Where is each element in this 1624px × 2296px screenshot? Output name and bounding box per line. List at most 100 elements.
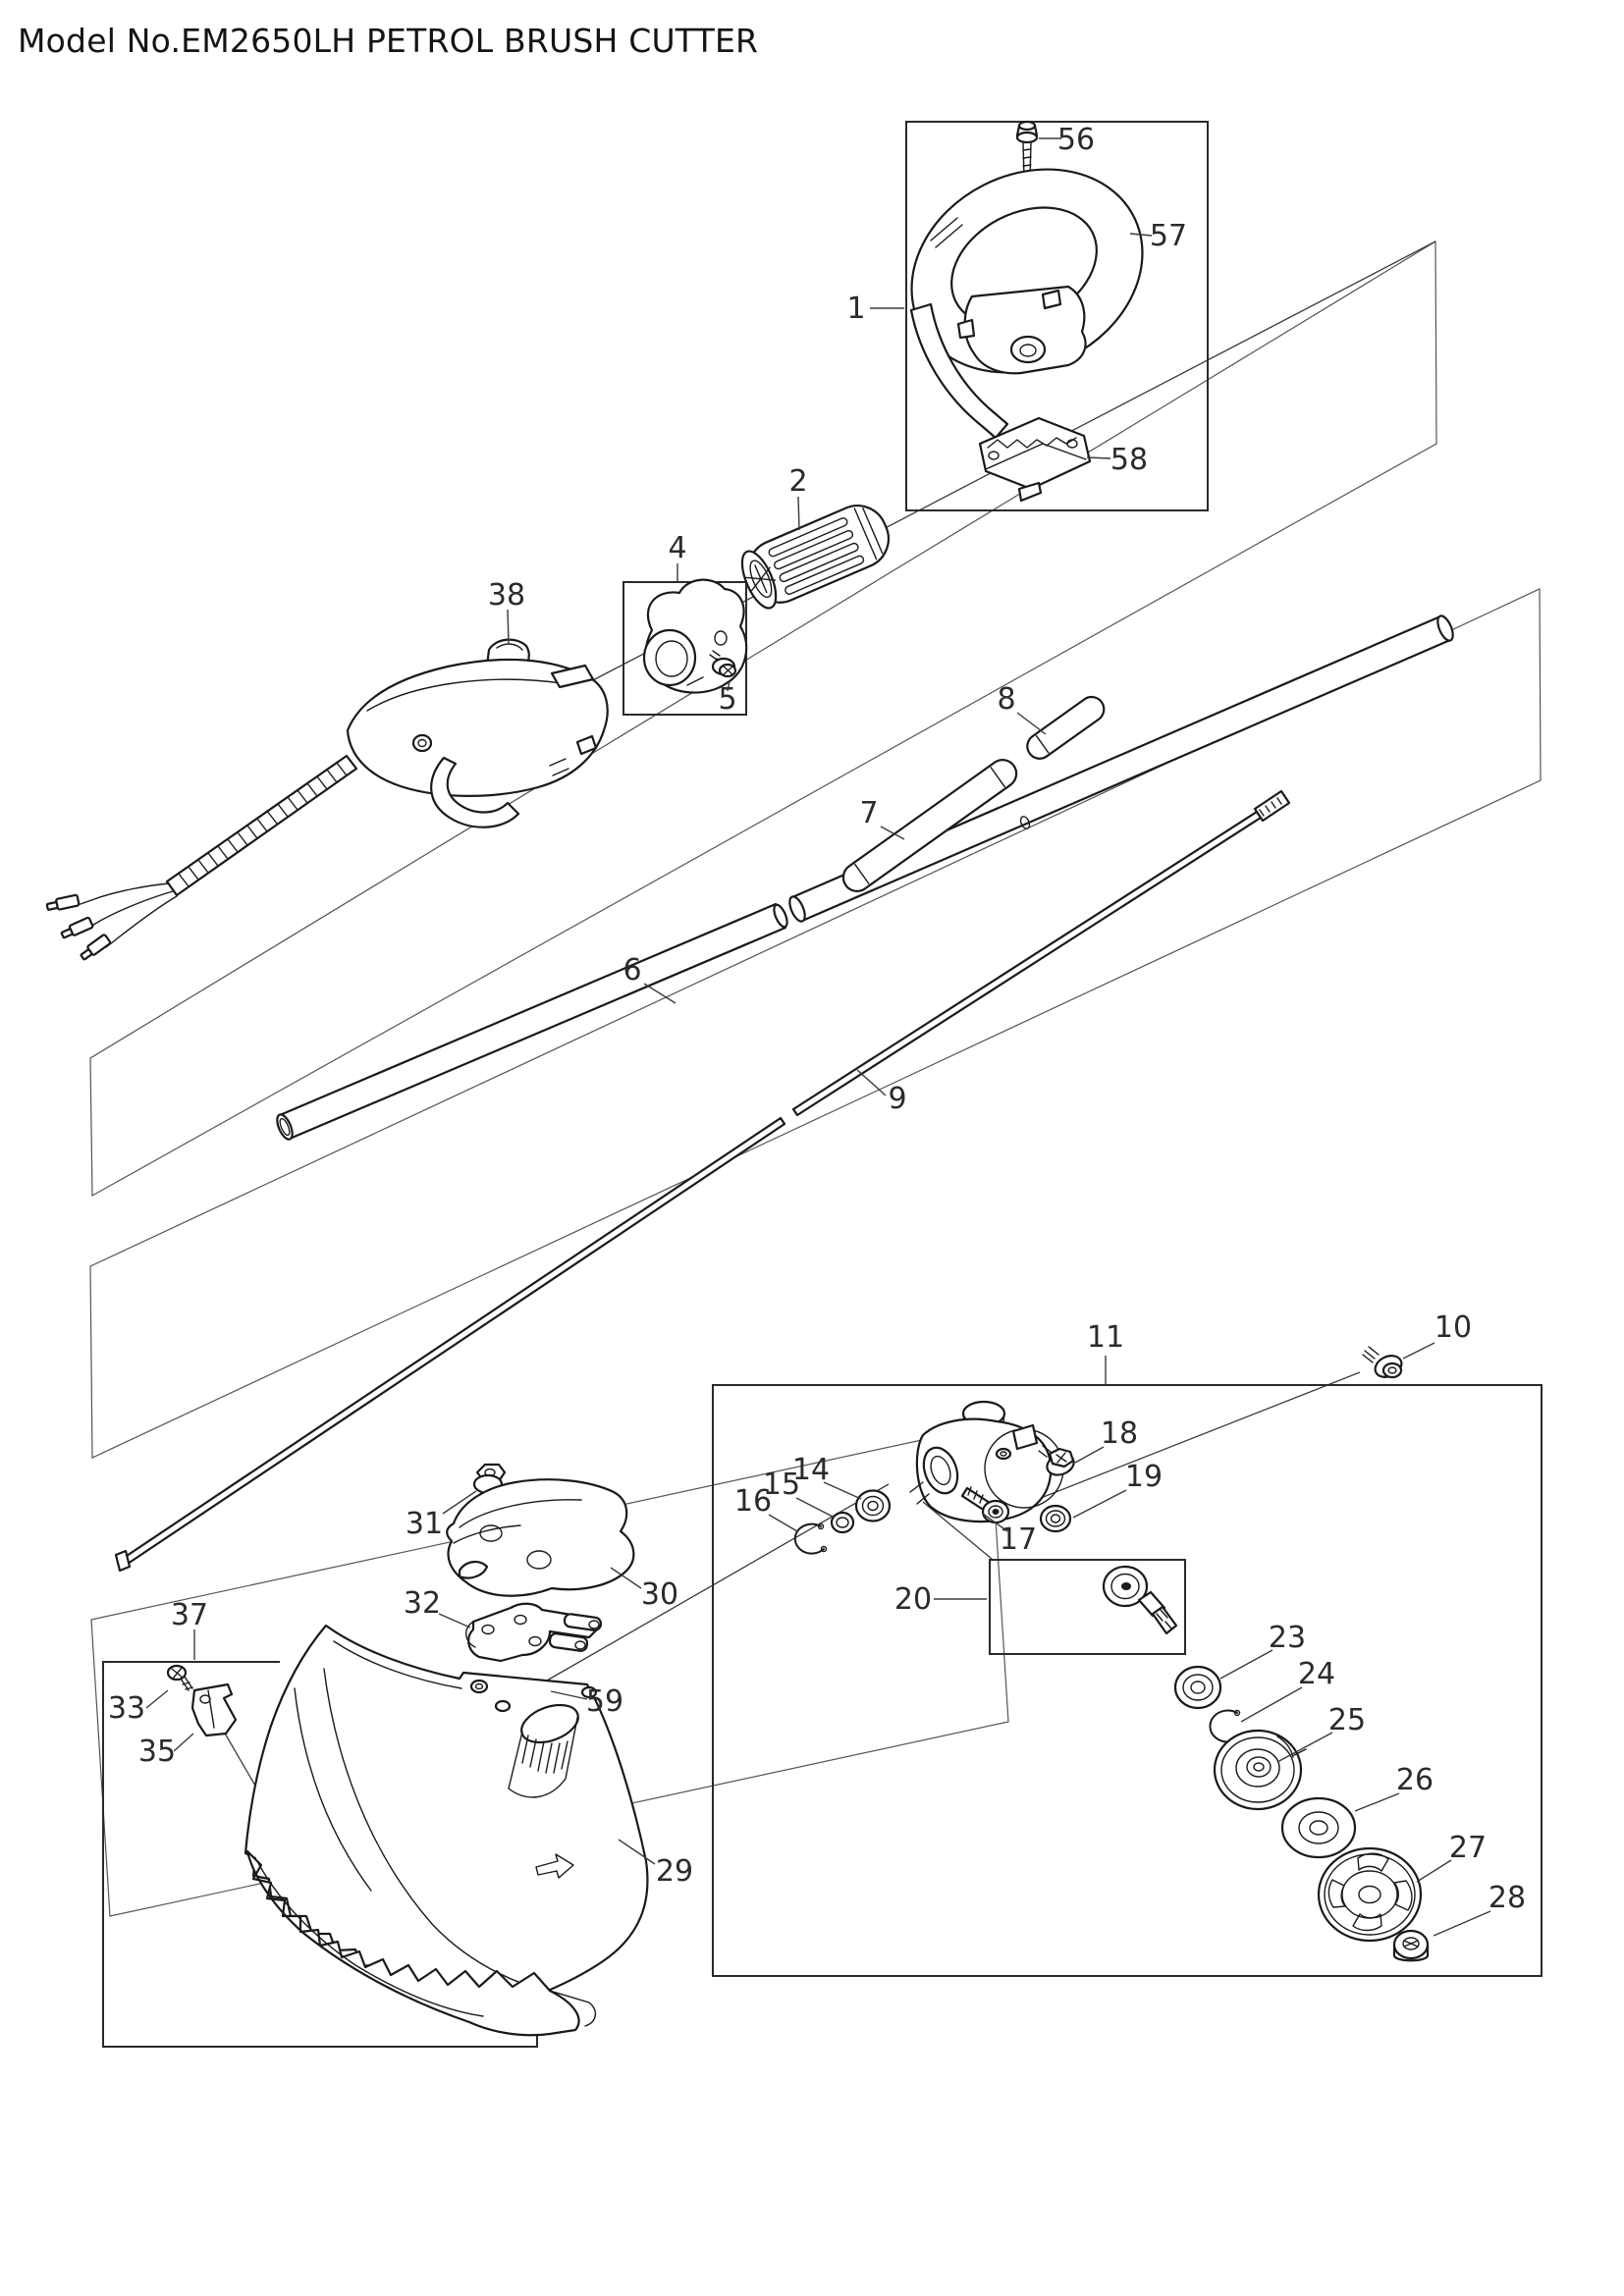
label-text-57: 57 [1150, 219, 1187, 253]
label-leader-58 [1086, 456, 1111, 459]
label-leader-29 [618, 1839, 656, 1865]
subassembly-boxes [102, 121, 1543, 2048]
part-label-2: 2 [788, 464, 808, 531]
bearing-14 [854, 1489, 892, 1522]
label-leader-18 [1074, 1446, 1105, 1464]
label-leader-24 [1240, 1686, 1303, 1723]
label-leader-31 [442, 1490, 477, 1515]
label-leader-32 [438, 1613, 471, 1629]
label-text-6: 6 [623, 953, 641, 988]
throttle-body [346, 658, 609, 797]
shaft-pipe [276, 614, 1454, 1141]
label-text-23: 23 [1269, 1621, 1306, 1655]
handle-assembly [909, 120, 1144, 503]
label-leader-28 [1433, 1910, 1491, 1937]
bracket-plate-32 [465, 1602, 603, 1663]
part-label-15: 15 [763, 1468, 836, 1519]
label-text-17: 17 [1000, 1522, 1037, 1557]
label-text-28: 28 [1489, 1881, 1526, 1915]
label-text-14: 14 [792, 1453, 830, 1487]
label-text-15: 15 [763, 1468, 800, 1502]
label-leader-27 [1416, 1859, 1452, 1883]
axis-gearcase-to-screw10 [1035, 1371, 1361, 1501]
part-label-31: 31 [406, 1490, 477, 1541]
label-leader-9 [856, 1069, 887, 1096]
washer-19 [1039, 1504, 1072, 1533]
pipe-holder-7 [841, 759, 1018, 892]
part-label-18: 18 [1074, 1416, 1138, 1464]
part-label-59: 59 [550, 1684, 623, 1719]
label-leader-10 [1402, 1342, 1435, 1360]
part-label-14: 14 [792, 1453, 862, 1500]
label-leader-38 [507, 609, 510, 645]
label-text-38: 38 [488, 578, 525, 613]
part-label-6: 6 [623, 953, 677, 1004]
part-label-38: 38 [488, 578, 525, 645]
label-text-58: 58 [1110, 443, 1148, 477]
label-text-2: 2 [788, 464, 807, 499]
circlip-16 [793, 1522, 828, 1555]
part-label-20: 20 [894, 1582, 987, 1617]
label-leader-35 [173, 1733, 194, 1752]
part-label-37: 37 [171, 1598, 208, 1660]
label-leader-8 [1016, 712, 1047, 735]
box-gearcase-assembly [712, 1384, 1543, 1977]
label-text-31: 31 [406, 1507, 443, 1541]
label-text-1: 1 [846, 292, 865, 326]
label-text-59: 59 [586, 1684, 623, 1719]
throttle-switch [550, 664, 595, 689]
head-receiver-27 [1317, 1846, 1423, 1943]
box-bolt-20 [989, 1559, 1186, 1655]
washer-15 [830, 1511, 855, 1534]
label-text-10: 10 [1435, 1310, 1472, 1345]
direction-arrow [535, 1853, 574, 1879]
axis-gearcase-to-bolt [922, 1501, 993, 1560]
label-text-7: 7 [859, 796, 878, 830]
handle-clamp-lower-58 [978, 416, 1092, 503]
washer-26 [1280, 1796, 1357, 1859]
part-label-35: 35 [138, 1733, 194, 1769]
part-label-28: 28 [1433, 1881, 1526, 1937]
label-leader-7 [880, 826, 905, 840]
bearing-23 [1173, 1665, 1222, 1710]
label-text-56: 56 [1057, 123, 1095, 157]
diagram-title: Model No.EM2650LH PETROL BRUSH CUTTER [18, 22, 759, 60]
handle-clamp-upper [956, 285, 1087, 375]
guard-mount [469, 1679, 598, 1798]
screw-10 [1362, 1346, 1403, 1379]
bolt-17 [960, 1486, 1010, 1524]
label-leader-16 [768, 1514, 798, 1532]
label-text-37: 37 [171, 1598, 208, 1632]
barrier-arm [909, 302, 1009, 440]
part-label-27: 27 [1416, 1831, 1487, 1883]
label-leader-19 [1072, 1489, 1127, 1519]
guard-29 [244, 1624, 649, 2020]
label-text-8: 8 [997, 682, 1015, 717]
label-text-5: 5 [718, 682, 736, 717]
label-text-19: 19 [1125, 1460, 1163, 1494]
label-text-24: 24 [1298, 1657, 1335, 1691]
part-label-19: 19 [1072, 1460, 1163, 1519]
part-label-23: 23 [1219, 1621, 1306, 1680]
label-text-30: 30 [641, 1577, 678, 1612]
label-text-33: 33 [108, 1691, 145, 1726]
part-label-17: 17 [982, 1513, 1037, 1557]
part-label-24: 24 [1240, 1657, 1335, 1723]
label-leader-5 [727, 680, 731, 692]
screw-33 [166, 1664, 193, 1691]
part-labels: 1245678910111415161718192023242526272829… [108, 123, 1526, 1937]
part-label-4: 4 [668, 531, 687, 581]
label-leader-23 [1219, 1649, 1273, 1680]
part-label-7: 7 [859, 796, 905, 840]
part-label-56: 56 [1039, 123, 1095, 157]
label-text-35: 35 [138, 1735, 176, 1769]
part-label-33: 33 [108, 1689, 169, 1726]
label-text-29: 29 [656, 1854, 693, 1889]
label-leader-17 [982, 1513, 1008, 1532]
label-leader-26 [1354, 1792, 1400, 1812]
bolt-20 [1102, 1565, 1178, 1635]
part-label-10: 10 [1402, 1310, 1472, 1360]
pipe-holder-8 [1026, 695, 1106, 760]
part-label-25: 25 [1276, 1703, 1366, 1763]
label-text-26: 26 [1396, 1763, 1434, 1797]
